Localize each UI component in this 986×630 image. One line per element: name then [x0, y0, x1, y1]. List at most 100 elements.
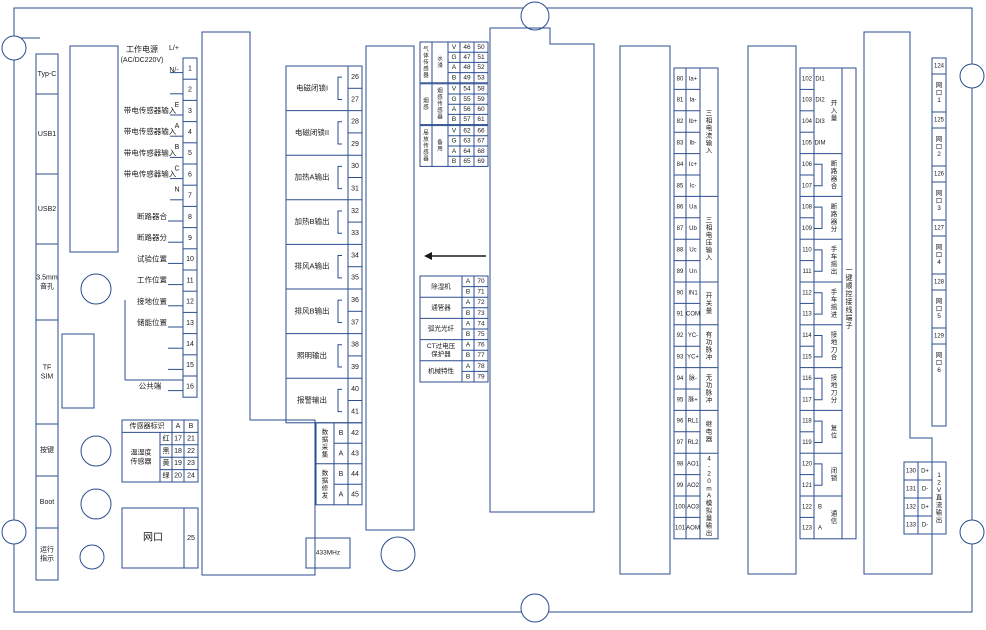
- analog-signal: AO2: [687, 483, 700, 489]
- mount-hole: [959, 519, 985, 545]
- right-port-frame: [931, 57, 947, 427]
- terminal-label: 公共端: [139, 381, 162, 391]
- sensor-sub: 水浸: [437, 55, 443, 70]
- port-label: Typ-C: [38, 71, 57, 78]
- analog-number: 80: [677, 76, 684, 82]
- control-number: 115: [802, 354, 812, 360]
- terminal-number: 10: [186, 256, 194, 263]
- relay-terminal: 35: [351, 275, 359, 282]
- right-port-number: 128: [934, 280, 945, 286]
- relay-contact: [337, 210, 342, 234]
- module-block: [747, 45, 797, 575]
- terminal-tag: A: [175, 123, 180, 130]
- relay-label: 照明输出: [297, 350, 327, 360]
- sensor-a: 20: [174, 473, 182, 480]
- button: [80, 435, 112, 467]
- analog-number: 101: [675, 526, 686, 532]
- relay-label: 排风A输出: [294, 261, 329, 271]
- sensor-terminal: 53: [477, 74, 485, 81]
- sensor-pin: G: [451, 54, 456, 61]
- control-number: 110: [802, 247, 812, 253]
- sensor-name: 局放传感器: [423, 129, 429, 162]
- analog-signal: Ib+: [689, 119, 698, 125]
- sensor-color: 红: [163, 433, 170, 442]
- enclosure-border: [13, 7, 973, 613]
- relay-label: 排风B输出: [294, 305, 329, 315]
- aux-pin: A: [466, 363, 471, 370]
- sensor-terminal: 54: [463, 86, 471, 93]
- terminal-number: 16: [186, 383, 194, 390]
- network-port-number: 25: [187, 535, 195, 542]
- sensor-pin: B: [452, 74, 456, 81]
- relay-contact: [337, 344, 342, 368]
- analog-number: 93: [677, 354, 684, 360]
- terminal-number: 9: [188, 235, 192, 242]
- terminal-label: 断路器合: [137, 211, 167, 221]
- dc-number: 131: [906, 487, 917, 493]
- sensor-a: 19: [174, 460, 182, 467]
- control-number: 112: [802, 290, 812, 296]
- sensor-header: B: [189, 423, 194, 430]
- aux-terminal: 75: [477, 331, 485, 338]
- data-collect-label: 数据采集: [322, 427, 329, 459]
- left-terminal-strip: 123E带电传感器输入4A带电传感器输入5B带电传感器输入6C带电传感器输入7N…: [121, 44, 198, 398]
- analog-signal: 脉-: [689, 374, 697, 382]
- sensor-terminal: 61: [477, 116, 485, 123]
- sensor-b: 23: [187, 460, 195, 467]
- sensor-terminal: 51: [477, 54, 485, 61]
- aux-terminal: 72: [477, 299, 485, 306]
- relay-label: 加热A输出: [294, 171, 329, 181]
- data-collect-number: 43: [351, 450, 359, 457]
- sensor-name: 气体传感器: [423, 45, 429, 79]
- data-collect-ab: A: [339, 491, 344, 498]
- module-outlines: [61, 27, 933, 576]
- sensor-terminal: 68: [477, 148, 485, 155]
- dc-number: 130: [906, 469, 917, 475]
- control-number: 113: [802, 312, 812, 318]
- analog-number: 96: [677, 419, 684, 425]
- analog-signal: YC+: [687, 354, 699, 360]
- control-signal: DI3: [815, 119, 825, 125]
- sensor-terminal: 55: [463, 96, 471, 103]
- terminal-number: 2: [188, 87, 192, 94]
- analog-number: 90: [677, 290, 684, 296]
- sensor-terminal: 58: [477, 86, 485, 93]
- analog-signal: AO1: [687, 461, 700, 467]
- control-group-label: 手车摇进: [831, 287, 838, 319]
- sensor-terminal: 56: [463, 106, 471, 113]
- analog-group-label: 三相电流输入: [706, 109, 713, 155]
- sensor-terminal: 46: [463, 44, 471, 51]
- aux-label: 机械特性: [428, 366, 455, 375]
- lora-module: [305, 537, 351, 569]
- sensor-terminal: 49: [463, 74, 471, 81]
- aux-pin: B: [466, 289, 470, 296]
- relay-contact: [337, 121, 342, 145]
- analog-number: 85: [677, 183, 684, 189]
- terminal-tag: C: [174, 165, 179, 172]
- analog-signal: Uc: [689, 247, 696, 253]
- aux-pin: A: [466, 299, 471, 306]
- right-port-number: 129: [934, 334, 945, 340]
- terminal-number: 14: [186, 341, 194, 348]
- analog-signal: AOM: [686, 526, 700, 532]
- relay-terminal: 31: [351, 185, 359, 192]
- analog-number: 83: [677, 140, 684, 146]
- terminal-number: 3: [188, 108, 192, 115]
- module-block: [69, 45, 119, 253]
- sensor-pin: A: [452, 64, 457, 71]
- terminal-label: 储能位置: [137, 317, 167, 327]
- sensor-group: 温湿度传感器: [131, 448, 152, 466]
- control-number: 107: [802, 183, 813, 189]
- sensor-terminal: 48: [463, 64, 471, 71]
- analog-number: 95: [677, 397, 684, 403]
- analog-number: 81: [677, 98, 684, 104]
- control-number: 108: [802, 205, 813, 211]
- terminal-tag: B: [175, 144, 180, 151]
- sensor-terminal: 64: [463, 148, 471, 155]
- terminal-label: 带电传感器输入: [124, 105, 177, 115]
